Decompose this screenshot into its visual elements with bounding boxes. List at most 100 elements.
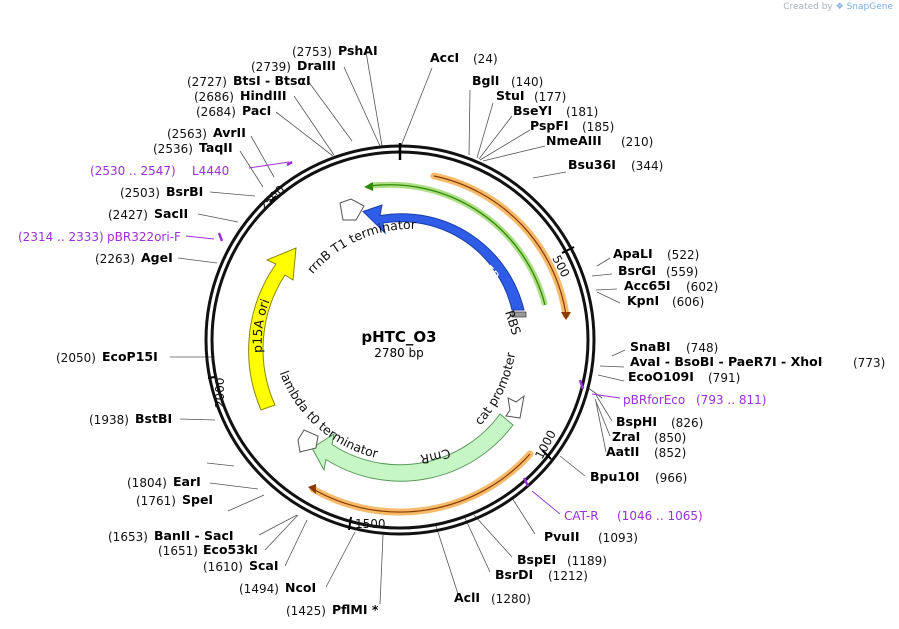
- rbs-label: RBS: [502, 308, 524, 336]
- site-name-avai-group: AvaI - BsoBI - PaeR7I - XhoI: [630, 354, 822, 369]
- site-pos-zrai: (850): [654, 431, 686, 445]
- site-name-draiii: DraIII: [297, 58, 336, 73]
- site-pos-bpu10i: (966): [655, 471, 687, 485]
- site-pos-scai: (1610): [203, 560, 243, 574]
- site-pos-bgli: (140): [511, 75, 543, 89]
- site-name-pflmi: PflMI *: [332, 602, 379, 617]
- site-pos-pflmi: (1425): [286, 604, 326, 618]
- site-pos-apali: (522): [667, 248, 699, 262]
- primer-name-cat-r: CAT-R: [564, 509, 599, 523]
- site-name-banii-saci: BanII - SacI: [154, 528, 234, 543]
- site-name-avrii: AvrII: [213, 125, 246, 140]
- orf-line-tagbfp: [433, 175, 567, 316]
- site-name-bseyi: BseYI: [513, 103, 552, 118]
- site-name-bstbi: BstBI: [135, 411, 172, 426]
- site-pos-bsrbi: (2503): [120, 186, 160, 200]
- site-pos-btsi: (2727): [187, 75, 227, 89]
- site-name-bsphi: BspHI: [616, 414, 657, 429]
- site-name-zrai: ZraI: [612, 429, 640, 444]
- site-pos-draiii: (2739): [251, 60, 291, 74]
- scale-ticks: [207, 195, 575, 531]
- site-pos-pspfi: (185): [582, 120, 614, 134]
- site-pos-bseyi: (181): [566, 105, 598, 119]
- primer-range-pbrforeco: (793 .. 811): [696, 393, 766, 407]
- credit-brand: SnapGene: [846, 2, 893, 12]
- site-name-apali: ApaLI: [613, 246, 653, 261]
- site-pos-bsrdi: (1212): [548, 569, 588, 583]
- rbs-feature: [511, 311, 527, 318]
- site-pos-snabi: (748): [686, 341, 718, 355]
- site-name-taqii: TaqII: [199, 140, 233, 155]
- orf-arrowhead-tagbfp: [561, 312, 571, 320]
- primer-leader-lines: [185, 161, 621, 515]
- tagbfp-feature: [362, 204, 525, 311]
- site-pos-spei: (1761): [136, 494, 176, 508]
- p15a-ori-feature: [248, 247, 297, 411]
- site-name-kpni: KpnI: [627, 293, 659, 308]
- site-name-bspei: BspEI: [517, 552, 556, 567]
- lambda-t0-terminator-feature: [297, 429, 319, 453]
- orf-arrowhead-cmr: [308, 484, 316, 494]
- tick-label-1500: 1500: [355, 517, 386, 531]
- primer-range-cat-r: (1046 .. 1065): [617, 509, 703, 523]
- site-name-agei: AgeI: [141, 250, 173, 265]
- plasmid-length: 2780 bp: [374, 346, 424, 360]
- site-pos-pshai: (2753): [292, 45, 332, 59]
- rrnb-t1-terminator-label: rrnB T1 terminator: [304, 217, 417, 276]
- primer-name-pbr322ori-f: pBR322ori-F: [107, 230, 181, 244]
- site-name-ecop15i: EcoP15I: [102, 349, 158, 364]
- site-name-pspfi: PspFI: [530, 118, 569, 133]
- site-pos-sacii: (2427): [108, 208, 148, 222]
- site-pos-bstbi: (1938): [89, 413, 129, 427]
- cat-promoter-feature: [505, 394, 525, 419]
- site-pos-stui: (177): [534, 90, 566, 104]
- site-pos-nmeaiii: (210): [621, 135, 653, 149]
- rrnb-t1-terminator-feature: [339, 198, 365, 221]
- snapgene-logo-icon: ❖: [835, 2, 844, 12]
- site-name-bsrdi: BsrDI: [495, 567, 533, 582]
- site-name-pvuii: PvuII: [544, 529, 580, 544]
- site-name-acci: AccI: [430, 50, 459, 65]
- site-pos-agei: (2263): [95, 252, 135, 266]
- site-pos-bsrgi: (559): [666, 265, 698, 279]
- site-pos-acli: (1280): [491, 592, 531, 606]
- plasmid-name: pHTC_O3: [361, 328, 436, 346]
- site-pos-ecop15i: (2050): [56, 351, 96, 365]
- site-pos-eco53ki: (1651): [158, 544, 198, 558]
- orf-line-cmr: [312, 453, 531, 513]
- site-pos-hindiii: (2686): [194, 90, 234, 104]
- tick-label-2500: 2500: [256, 183, 287, 214]
- site-name-bgli: BglI: [472, 73, 499, 88]
- site-name-eari: EarI: [173, 474, 201, 489]
- site-pos-bsu36i: (344): [631, 159, 663, 173]
- site-name-acli: AclI: [454, 590, 480, 605]
- site-pos-taqii: (2536): [153, 142, 193, 156]
- site-name-bsu36i: Bsu36I: [568, 157, 616, 172]
- site-pos-bsphi: (826): [671, 416, 703, 430]
- site-name-sacii: SacII: [154, 206, 188, 221]
- translation-arrowhead: [364, 182, 373, 191]
- site-name-eco53ki: Eco53kI: [203, 542, 258, 557]
- site-name-stui: StuI: [496, 88, 525, 103]
- credit-prefix: Created by: [783, 2, 833, 12]
- site-name-bsrgi: BsrGI: [618, 263, 656, 278]
- primer-name-l4440: L4440: [192, 164, 229, 178]
- primer-name-pbrforeco: pBRforEco: [623, 393, 685, 407]
- site-name-ncoi: NcoI: [285, 580, 316, 595]
- primer-range-pbr322ori-f: (2314 .. 2333): [18, 230, 104, 244]
- site-name-hindiii: HindIII: [240, 88, 287, 103]
- site-pos-avai-group: (773): [853, 356, 885, 370]
- site-pos-pvuii: (1093): [598, 531, 638, 545]
- site-pos-acc65i: (602): [686, 280, 718, 294]
- site-name-ecoo109i: EcoO109I: [628, 369, 694, 384]
- leader-lines: [170, 51, 626, 605]
- site-pos-bspei: (1189): [567, 554, 607, 568]
- site-name-spei: SpeI: [182, 492, 213, 507]
- site-name-acc65i: Acc65I: [624, 278, 671, 293]
- site-name-pshai: PshAI: [338, 43, 378, 58]
- site-pos-banii-saci: (1653): [108, 530, 148, 544]
- site-pos-aatii: (852): [654, 446, 686, 460]
- primer-range-l4440: (2530 .. 2547): [90, 164, 176, 178]
- translation-arc: [369, 181, 548, 306]
